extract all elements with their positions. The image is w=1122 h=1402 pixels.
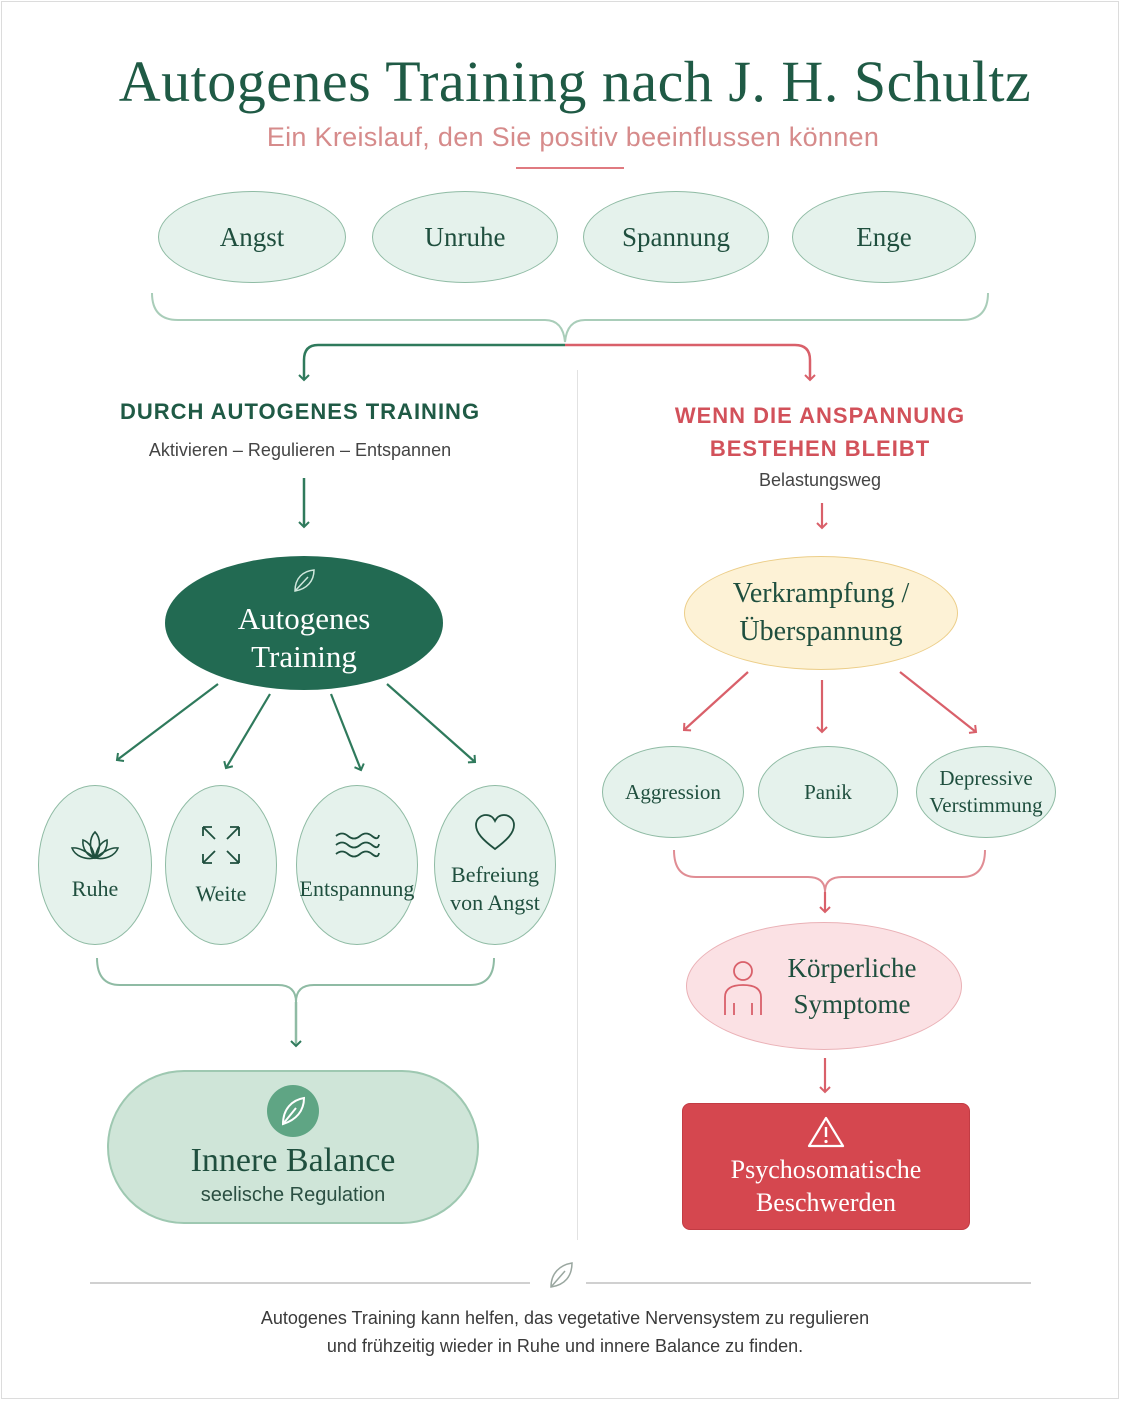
at-line2: Training xyxy=(251,639,357,674)
person-icon xyxy=(724,961,762,1015)
verk-line1: Verkrampfung / xyxy=(732,578,910,609)
effect-label: Ruhe xyxy=(71,876,119,901)
waves-icon xyxy=(335,832,380,858)
effect-ruhe: Ruhe xyxy=(38,785,152,945)
lotus-icon xyxy=(70,830,120,860)
footer-rule-right xyxy=(586,1282,1031,1284)
trigger-angst: Angst xyxy=(158,191,346,283)
symptom-aggression: Aggression xyxy=(602,746,744,838)
koerper-line2: Symptome xyxy=(793,989,911,1019)
innere-balance-node: Innere Balance seelische Regulation xyxy=(107,1070,479,1224)
koerperliche-symptome-node: Körperliche Symptome xyxy=(686,922,962,1050)
psychosomatische-beschwerden-node: Psychosomatische Beschwerden xyxy=(682,1103,970,1230)
footer-text: Autogenes Training kann helfen, das vege… xyxy=(0,1304,1122,1360)
right-heading-line1: WENN DIE ANSPANNUNG xyxy=(674,403,966,428)
verk-line2: Überspannung xyxy=(739,616,903,647)
trigger-unruhe: Unruhe xyxy=(372,191,558,283)
psycho-line2: Beschwerden xyxy=(755,1187,897,1217)
effect-befreiung: Befreiung von Angst xyxy=(434,785,556,945)
effect-entspannung: Entspannung xyxy=(296,785,418,945)
footer-leaf-icon xyxy=(550,1262,573,1288)
at-line1: Autogenes xyxy=(237,601,371,636)
left-subheading: Aktivieren – Regulieren – Entspannen xyxy=(148,440,452,460)
footer-line2: und frühzeitig wieder in Ruhe und innere… xyxy=(326,1336,804,1356)
symptom-panik: Panik xyxy=(758,746,898,838)
psycho-line1: Psychosomatische xyxy=(730,1154,922,1184)
effect-label: Weite xyxy=(195,881,247,906)
leaf-icon xyxy=(294,569,315,592)
effect-weite: Weite xyxy=(165,785,277,945)
verkrampfung-node: Verkrampfung / Überspannung xyxy=(684,556,958,670)
trigger-spannung: Spannung xyxy=(583,191,769,283)
right-subheading: Belastungsweg xyxy=(758,470,882,490)
page-subtitle: Ein Kreislauf, den Sie positiv beeinflus… xyxy=(266,122,880,152)
balance-subtitle: seelische Regulation xyxy=(200,1183,386,1206)
right-heading: WENN DIE ANSPANNUNG BESTEHEN BLEIBT xyxy=(620,399,1020,465)
effect-label: Befreiung von Angst xyxy=(450,862,540,915)
leaf-circle-icon xyxy=(267,1084,319,1137)
left-heading: DURCH AUTOGENES TRAINING xyxy=(119,399,481,424)
page-title: Autogenes Training nach J. H. Schultz xyxy=(118,49,1032,114)
center-divider xyxy=(577,370,578,1240)
right-heading-line2: BESTEHEN BLEIBT xyxy=(709,436,931,461)
koerper-line1: Körperliche xyxy=(787,953,917,983)
footer-rule-left xyxy=(90,1282,530,1284)
balance-title: Innere Balance xyxy=(190,1141,396,1179)
symptom-depressive-verstimmung: Depressive Verstimmung xyxy=(916,746,1056,838)
expand-arrows-icon xyxy=(202,826,240,864)
footer-line1: Autogenes Training kann helfen, das vege… xyxy=(260,1308,870,1328)
heart-icon xyxy=(475,814,515,851)
trigger-enge: Enge xyxy=(792,191,976,283)
subtitle-underline xyxy=(516,167,624,169)
effect-label: Entspannung xyxy=(299,876,415,901)
autogenes-training-node: Autogenes Training xyxy=(165,556,443,690)
warning-icon xyxy=(807,1116,845,1147)
